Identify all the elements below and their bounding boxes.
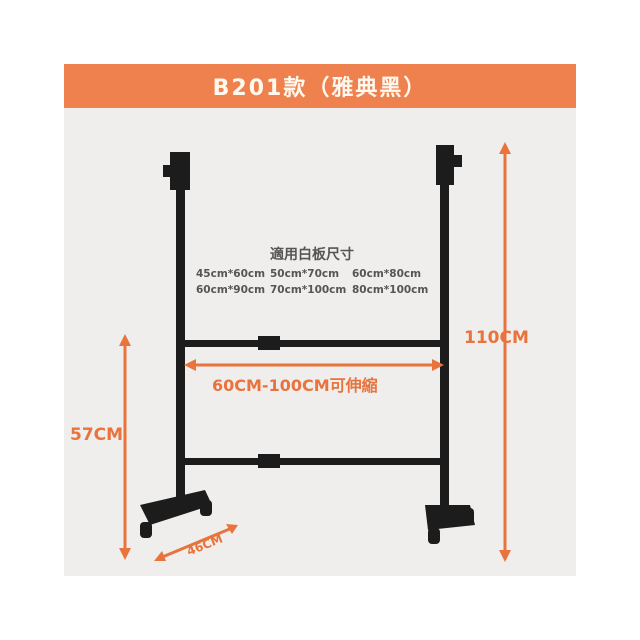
depth-arrow xyxy=(159,526,233,560)
right-post xyxy=(440,145,449,510)
size-item: 70cm*100cm xyxy=(270,284,347,296)
title-banner: B201款（雅典黑） xyxy=(64,64,576,108)
width-label: 60CM-100CM可伸縮 xyxy=(212,376,378,395)
bar-height-label: 57CM xyxy=(70,425,124,445)
size-item: 80cm*100cm xyxy=(352,284,429,296)
right-clamp xyxy=(436,145,454,185)
left-post xyxy=(176,165,185,510)
size-item: 50cm*70cm xyxy=(270,268,340,280)
product-panel xyxy=(64,64,576,576)
height-label: 110CM xyxy=(464,328,529,348)
upper-crossbar xyxy=(180,340,445,347)
size-item: 60cm*90cm xyxy=(196,284,266,296)
sizes-heading: 適用白板尺寸 xyxy=(270,247,354,263)
size-item: 60cm*80cm xyxy=(352,268,422,280)
size-item: 45cm*60cm xyxy=(196,268,266,280)
left-foot xyxy=(140,490,212,525)
left-clamp xyxy=(170,152,190,190)
lower-crossbar xyxy=(180,458,445,465)
